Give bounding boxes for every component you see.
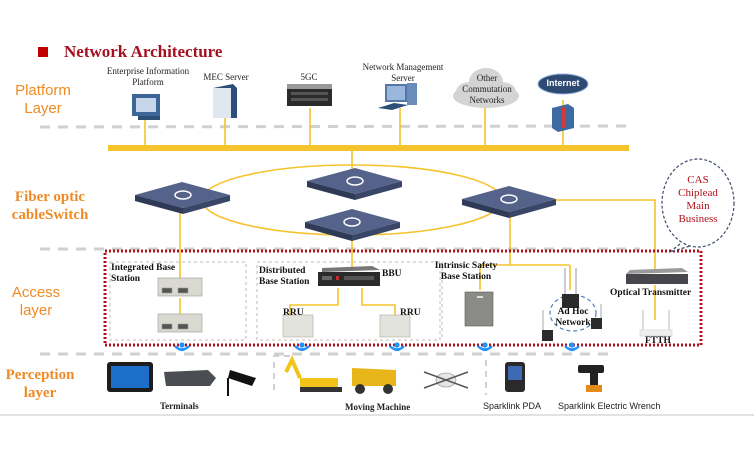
label-sparklink-electric-wrench: Sparklink Electric Wrench	[558, 401, 661, 411]
switch-left	[135, 182, 230, 214]
layer-label-access: Access layer	[11, 284, 61, 319]
label-mec-server: MEC Server	[203, 72, 249, 82]
bullet-square-icon	[38, 47, 48, 57]
label-rru-left: RRU	[283, 308, 304, 318]
electric-wrench-icon	[578, 365, 604, 392]
label-distributed-base-station: Distributed Base Station	[259, 266, 310, 287]
label-integrated-base-station: Integrated Base Station	[111, 263, 176, 284]
rru-right	[379, 314, 411, 338]
switch-top	[307, 168, 402, 200]
title-text: Network Architecture	[64, 42, 223, 61]
label-other-commutation-networks: Other Commutation Networks	[462, 73, 512, 105]
callout-bubble	[661, 158, 735, 248]
layer-label-platform: Platform Layer	[15, 82, 71, 117]
internet-cloud-icon	[537, 73, 589, 95]
pda-icon	[505, 362, 525, 392]
excavator-icon	[284, 355, 342, 392]
label-internet: Internet	[546, 78, 580, 88]
optical-transmitter-unit	[626, 268, 688, 284]
enterprise-monitor-icon	[132, 94, 160, 120]
callout-text: CAS Chiplead Main Business	[678, 174, 718, 225]
rru-left	[282, 314, 314, 338]
drone-icon	[423, 371, 469, 389]
ftth-router	[639, 310, 673, 337]
page-title: Network Architecture	[38, 42, 222, 62]
tablet-icon	[107, 362, 153, 392]
5gc-server-icon	[287, 84, 332, 106]
set-top-box-icon	[164, 370, 216, 386]
label-ad-hoc-network: Ad Hoc Network	[555, 307, 591, 328]
label-terminals: Terminals	[160, 401, 199, 411]
adhoc-network-nodes	[542, 268, 602, 341]
integrated-bs-unit-bottom	[157, 313, 203, 333]
label-5gc: 5GC	[300, 72, 318, 82]
platform-bus	[108, 145, 629, 151]
wifi-icons	[174, 342, 580, 352]
separator-platform	[39, 124, 631, 129]
label-network-management-server: Network Management Server	[362, 62, 444, 83]
mec-server-icon	[213, 84, 237, 118]
layer-label-fiber: Fiber optic cableSwitch	[11, 189, 89, 223]
camera-icon	[227, 370, 256, 396]
integrated-bs-unit-top	[157, 277, 203, 297]
bbu-unit	[318, 266, 380, 286]
label-ftth: FTTH	[645, 336, 671, 346]
layer-label-perception: Perception layer	[5, 367, 75, 401]
label-sparklink-pda: Sparklink PDA	[483, 401, 542, 411]
mining-truck-icon	[352, 368, 396, 394]
switch-right	[462, 186, 556, 218]
nms-computer-icon	[378, 83, 417, 110]
other-networks-cloud-icon	[453, 68, 519, 108]
label-rru-right: RRU	[400, 308, 421, 318]
intrinsic-bs-box	[464, 291, 494, 327]
label-bbu: BBU	[382, 269, 402, 279]
switch-bottom	[305, 209, 400, 241]
firewall-icon	[552, 104, 574, 132]
label-moving-machine: Moving Machine	[345, 402, 411, 412]
label-enterprise-platform: Enterprise Information Platform	[106, 66, 190, 87]
label-optical-transmitter: Optical Transmitter	[610, 288, 692, 298]
label-intrinsic-safety-base-station: Intrinsic Safety Base Station	[434, 261, 498, 282]
access-border	[103, 249, 703, 347]
